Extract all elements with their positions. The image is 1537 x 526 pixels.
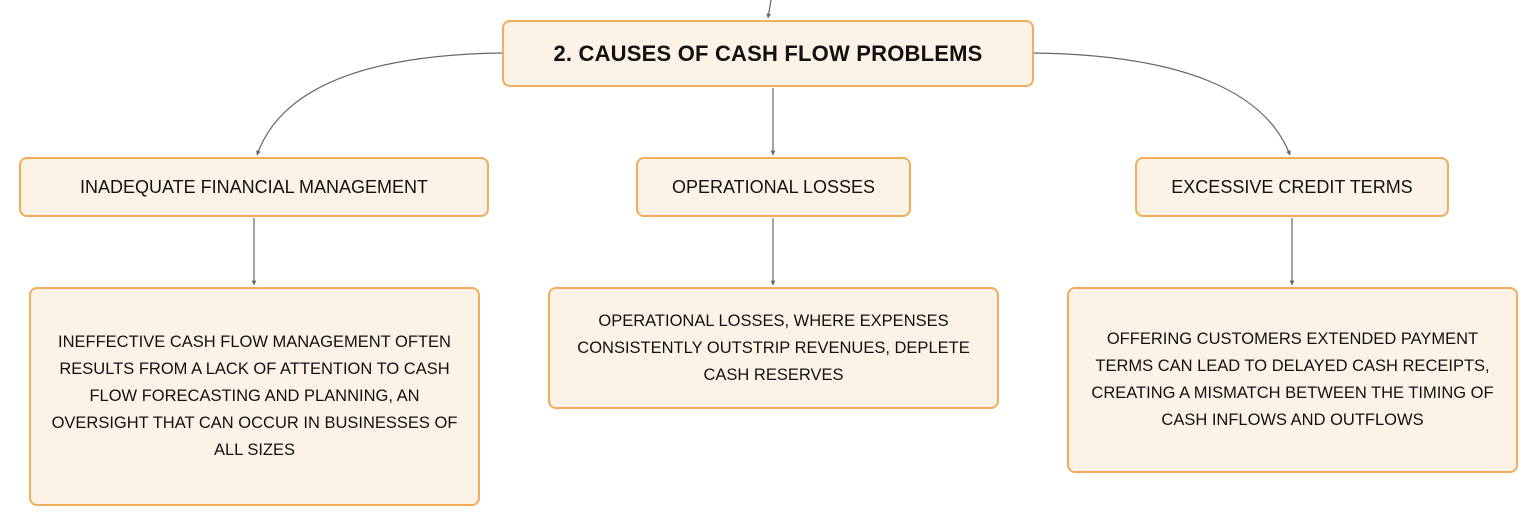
root-node[interactable]: 2. CAUSES OF CASH FLOW PROBLEMS: [502, 20, 1034, 87]
topic-node-excessive-credit-terms[interactable]: EXCESSIVE CREDIT TERMS: [1135, 157, 1449, 217]
connector-root-to-topic-1: [256, 52, 503, 156]
detail-node-text: OPERATIONAL LOSSES, WHERE EXPENSES CONSI…: [577, 312, 970, 384]
detail-node-operational-losses[interactable]: OPERATIONAL LOSSES, WHERE EXPENSES CONSI…: [548, 287, 999, 409]
detail-node-text: INEFFECTIVE CASH FLOW MANAGEMENT OFTEN R…: [51, 333, 458, 459]
connector-parent-to-root: [766, 0, 772, 19]
connector-root-to-topic-3: [1033, 52, 1291, 156]
topic-node-operational-losses[interactable]: OPERATIONAL LOSSES: [636, 157, 911, 217]
detail-node-inadequate-financial-management[interactable]: INEFFECTIVE CASH FLOW MANAGEMENT OFTEN R…: [29, 287, 480, 506]
detail-node-excessive-credit-terms[interactable]: OFFERING CUSTOMERS EXTENDED PAYMENT TERM…: [1067, 287, 1518, 473]
topic-node-inadequate-financial-management[interactable]: INADEQUATE FINANCIAL MANAGEMENT: [19, 157, 489, 217]
topic-node-label: EXCESSIVE CREDIT TERMS: [1171, 176, 1413, 197]
topic-node-label: OPERATIONAL LOSSES: [671, 176, 876, 197]
topic-node-label: INADEQUATE FINANCIAL MANAGEMENT: [79, 176, 429, 197]
detail-node-text: OFFERING CUSTOMERS EXTENDED PAYMENT TERM…: [1091, 330, 1494, 429]
root-node-label: 2. CAUSES OF CASH FLOW PROBLEMS: [553, 40, 983, 66]
